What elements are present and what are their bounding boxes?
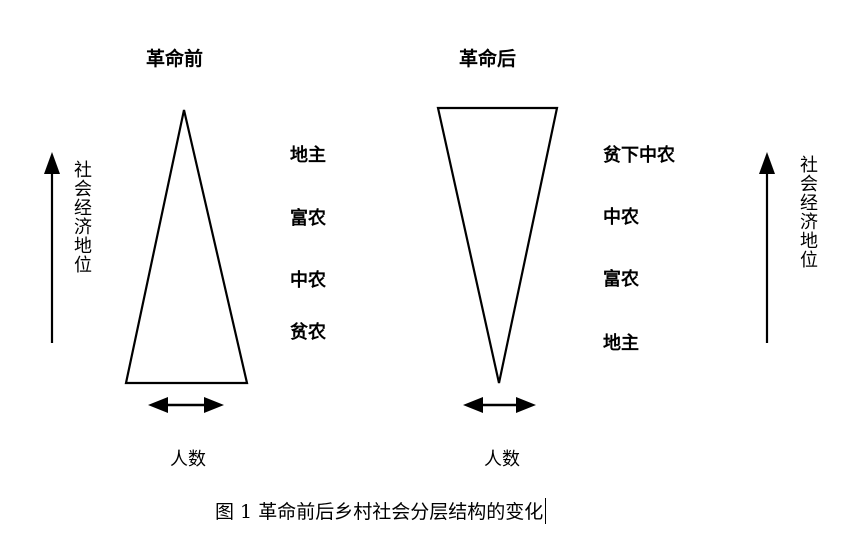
text-cursor <box>545 498 547 524</box>
figure-caption: 图 1 革命前后乡村社会分层结构的变化 <box>215 497 547 524</box>
left-count-arrow <box>148 397 224 413</box>
left-status-arrow <box>44 152 60 343</box>
pre-revolution-pyramid <box>124 109 249 385</box>
right-rank-rich-peasant: 富农 <box>603 269 639 290</box>
right-count-arrow <box>463 397 536 413</box>
right-status-arrow <box>759 152 775 343</box>
left-rank-landlord: 地主 <box>290 145 326 166</box>
right-rank-poor-lower-middle: 贫下中农 <box>603 145 675 166</box>
right-rank-landlord: 地主 <box>603 333 639 354</box>
post-revolution-pyramid <box>436 106 559 384</box>
figure-number: 图 1 <box>215 501 253 523</box>
figure-caption-text: 革命前后乡村社会分层结构的变化 <box>258 501 544 523</box>
right-count-label: 人数 <box>484 449 520 470</box>
right-axis-label: 社会经济地位 <box>797 155 818 269</box>
right-rank-middle-peasant: 中农 <box>603 207 639 228</box>
left-rank-rich-peasant: 富农 <box>290 208 326 229</box>
right-panel-title: 革命后 <box>459 48 517 70</box>
left-rank-poor-peasant: 贫农 <box>290 322 326 343</box>
left-panel-title: 革命前 <box>146 48 204 70</box>
left-rank-middle-peasant: 中农 <box>290 270 326 291</box>
left-count-label: 人数 <box>170 449 206 470</box>
left-axis-label: 社会经济地位 <box>71 160 92 274</box>
